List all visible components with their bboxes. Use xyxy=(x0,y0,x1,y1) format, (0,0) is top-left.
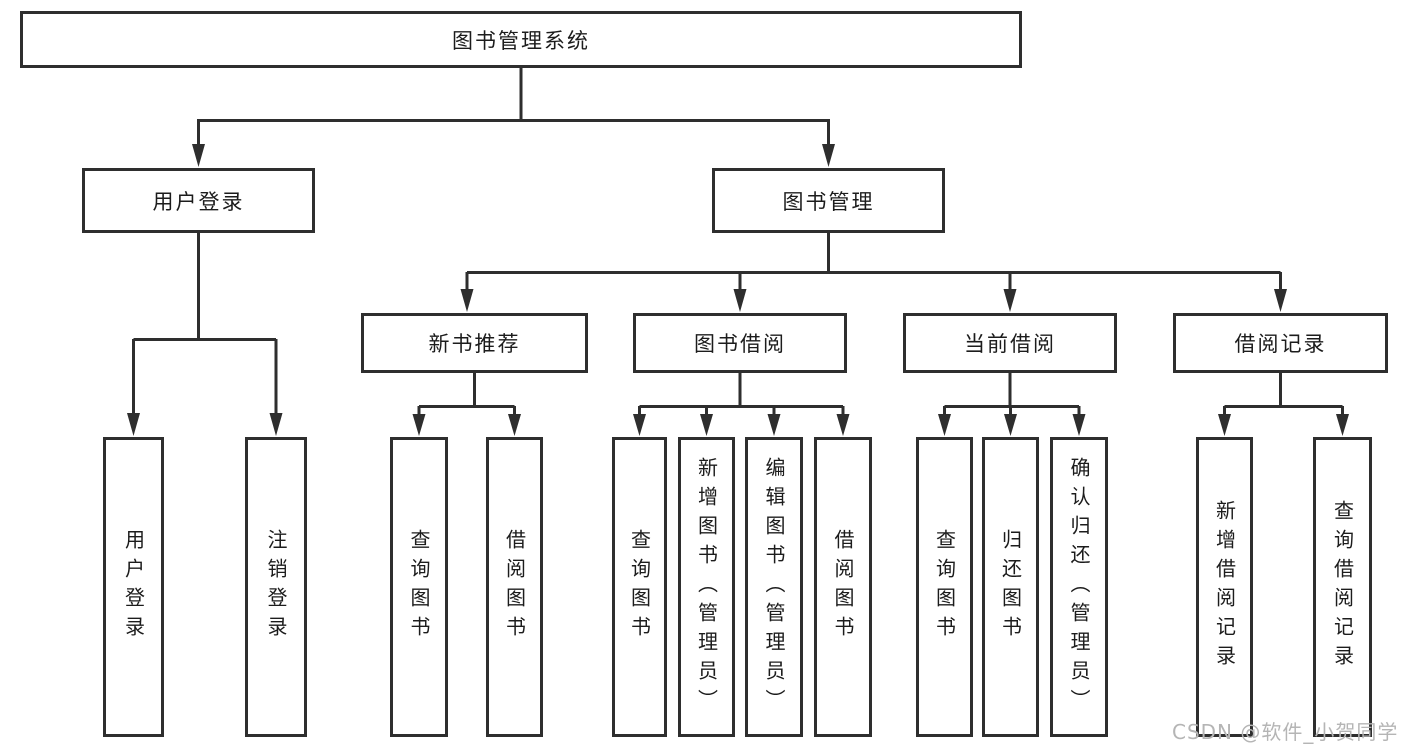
leaf-query-borrow-record: 查询借阅记录 xyxy=(1313,437,1372,737)
leaf-edit-book-admin: 编辑图书（管理员） xyxy=(745,437,803,737)
leaf-add-borrow-record: 新增借阅记录 xyxy=(1196,437,1253,737)
node-book-management: 图书管理 xyxy=(712,168,945,233)
connector-root-to-level2 xyxy=(192,66,835,167)
connector-new-book-to-leaves xyxy=(412,371,521,436)
leaf-add-book-admin: 新增图书（管理员） xyxy=(678,437,735,737)
leaf-confirm-return-admin: 确认归还（管理员） xyxy=(1050,437,1108,737)
leaf-user-login: 用户登录 xyxy=(103,437,164,737)
leaf-query-book-borrow: 查询图书 xyxy=(612,437,667,737)
node-borrow-record: 借阅记录 xyxy=(1173,313,1388,373)
node-book-borrow: 图书借阅 xyxy=(633,313,847,373)
connector-current-borrow-to-leaves xyxy=(938,371,1086,436)
node-new-book-recommend: 新书推荐 xyxy=(361,313,588,373)
node-user-login: 用户登录 xyxy=(82,168,315,233)
node-current-borrow: 当前借阅 xyxy=(903,313,1117,373)
leaf-borrow-book: 借阅图书 xyxy=(814,437,872,737)
connector-book-borrow-to-leaves xyxy=(633,371,850,436)
csdn-watermark: CSDN @软件_小贺同学 xyxy=(1172,720,1399,744)
connector-user-login-to-leaves xyxy=(127,231,283,436)
leaf-query-book-recommend: 查询图书 xyxy=(390,437,448,737)
connector-borrow-record-to-leaves xyxy=(1218,371,1349,436)
leaf-logout: 注销登录 xyxy=(245,437,307,737)
leaf-borrow-book-recommend: 借阅图书 xyxy=(486,437,543,737)
connector-book-management-to-level3 xyxy=(460,231,1287,312)
leaf-query-book-current: 查询图书 xyxy=(916,437,973,737)
leaf-return-book: 归还图书 xyxy=(982,437,1039,737)
node-root-library-system: 图书管理系统 xyxy=(20,11,1022,68)
